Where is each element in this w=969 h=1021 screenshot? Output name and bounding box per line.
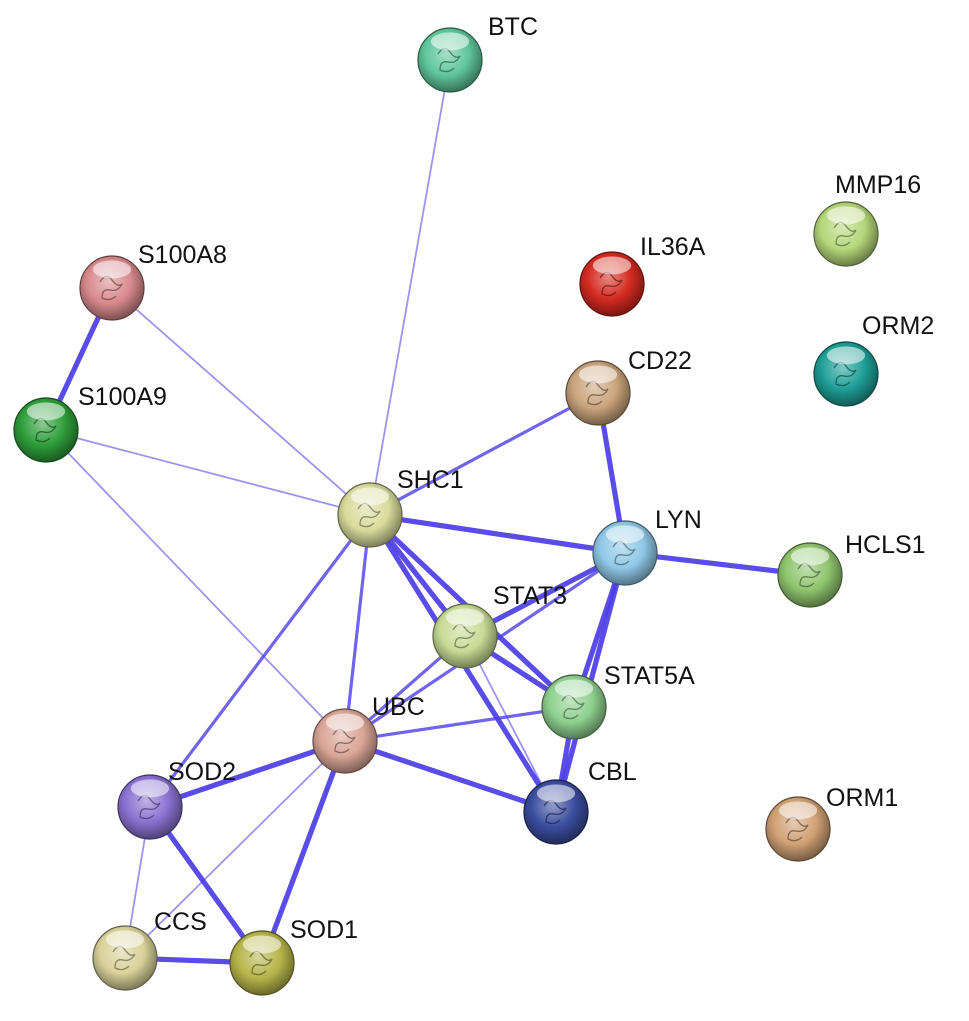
node-label: BTC xyxy=(488,13,538,41)
node-orm2[interactable]: ORM2 xyxy=(813,312,934,407)
protein-structure-icon xyxy=(99,275,123,301)
sphere-highlight xyxy=(242,935,282,954)
sphere-highlight xyxy=(430,32,470,51)
edge-ubc-cbl xyxy=(342,738,559,815)
edge-shc1-sod2 xyxy=(148,513,372,809)
node-s100a8[interactable]: S100A8 xyxy=(79,241,227,321)
node-label: SHC1 xyxy=(397,466,464,494)
node-stat3[interactable]: STAT3 xyxy=(432,582,567,669)
protein-structure-icon xyxy=(833,221,857,247)
sphere-highlight xyxy=(778,801,818,820)
sphere-highlight xyxy=(26,402,66,421)
edge-s100a9-ubc xyxy=(45,429,346,742)
protein-structure-icon xyxy=(561,694,585,720)
node-ccs[interactable]: CCS xyxy=(92,908,207,991)
sphere-highlight xyxy=(578,365,618,384)
node-label: ORM2 xyxy=(862,312,934,340)
sphere-highlight xyxy=(105,930,145,949)
sphere-highlight xyxy=(790,547,830,566)
edge-btc-shc1 xyxy=(369,59,451,516)
node-hcls1[interactable]: HCLS1 xyxy=(777,531,926,608)
protein-structure-icon xyxy=(249,950,273,976)
node-cd22[interactable]: CD22 xyxy=(565,347,692,426)
node-label: UBC xyxy=(372,693,425,721)
node-label: ORM1 xyxy=(826,784,898,812)
protein-structure-icon xyxy=(585,380,609,406)
protein-structure-icon xyxy=(543,799,567,825)
edge-stat3-cbl xyxy=(464,635,557,813)
node-ubc[interactable]: UBC xyxy=(312,693,425,774)
protein-structure-icon xyxy=(612,540,636,566)
edge-ubc-sod1 xyxy=(259,738,348,966)
node-il36a[interactable]: IL36A xyxy=(579,233,706,317)
sphere-highlight xyxy=(592,256,632,275)
edge-ubc-ccs xyxy=(124,740,346,959)
protein-structure-icon xyxy=(332,728,356,754)
protein-structure-icon xyxy=(33,417,57,443)
sphere-highlight xyxy=(536,784,576,803)
protein-structure-icon xyxy=(357,502,381,528)
sphere-highlight xyxy=(325,713,365,732)
sphere-highlight xyxy=(445,608,485,627)
edge-cd22-shc1 xyxy=(368,391,600,517)
protein-structure-icon xyxy=(452,623,476,649)
edge-ubc-sod2 xyxy=(147,738,348,810)
node-label: STAT3 xyxy=(493,582,567,610)
edge-s100a8-shc1 xyxy=(111,287,371,516)
node-label: SOD2 xyxy=(168,758,236,786)
edge-s100a9-shc1 xyxy=(45,429,371,516)
node-sod1[interactable]: SOD1 xyxy=(229,916,358,996)
sphere-highlight xyxy=(130,779,170,798)
edge-stat5a-ubc xyxy=(343,705,576,743)
edge-shc1-ubc xyxy=(343,513,372,743)
protein-structure-icon xyxy=(599,271,623,297)
node-label: LYN xyxy=(655,506,702,534)
node-label: CCS xyxy=(154,908,207,936)
sphere-highlight xyxy=(554,679,594,698)
node-s100a9[interactable]: S100A9 xyxy=(13,383,167,463)
protein-structure-icon xyxy=(137,794,161,820)
node-label: SOD1 xyxy=(290,916,358,944)
sphere-highlight xyxy=(605,525,645,544)
node-label: MMP16 xyxy=(835,171,921,199)
node-label: HCLS1 xyxy=(845,531,926,559)
sphere-highlight xyxy=(826,206,866,225)
node-orm1[interactable]: ORM1 xyxy=(765,784,898,862)
protein-structure-icon xyxy=(833,361,857,387)
node-label: S100A9 xyxy=(78,383,167,411)
node-shc1[interactable]: SHC1 xyxy=(337,466,464,548)
node-btc[interactable]: BTC xyxy=(417,13,538,93)
edge-shc1-lyn xyxy=(367,512,628,556)
node-label: S100A8 xyxy=(138,241,227,269)
node-mmp16[interactable]: MMP16 xyxy=(813,171,921,267)
node-label: IL36A xyxy=(640,233,706,261)
node-sod2[interactable]: SOD2 xyxy=(117,758,236,840)
node-label: STAT5A xyxy=(604,662,695,690)
node-label: CBL xyxy=(588,758,637,786)
protein-structure-icon xyxy=(785,816,809,842)
sphere-highlight xyxy=(350,487,390,506)
protein-structure-icon xyxy=(437,47,461,73)
node-stat5a[interactable]: STAT5A xyxy=(541,662,695,740)
node-cbl[interactable]: CBL xyxy=(523,758,637,845)
node-label: CD22 xyxy=(628,347,692,375)
protein-structure-icon xyxy=(112,945,136,971)
sphere-highlight xyxy=(92,260,132,279)
node-lyn[interactable]: LYN xyxy=(592,506,702,586)
protein-structure-icon xyxy=(797,562,821,588)
sphere-highlight xyxy=(826,346,866,365)
